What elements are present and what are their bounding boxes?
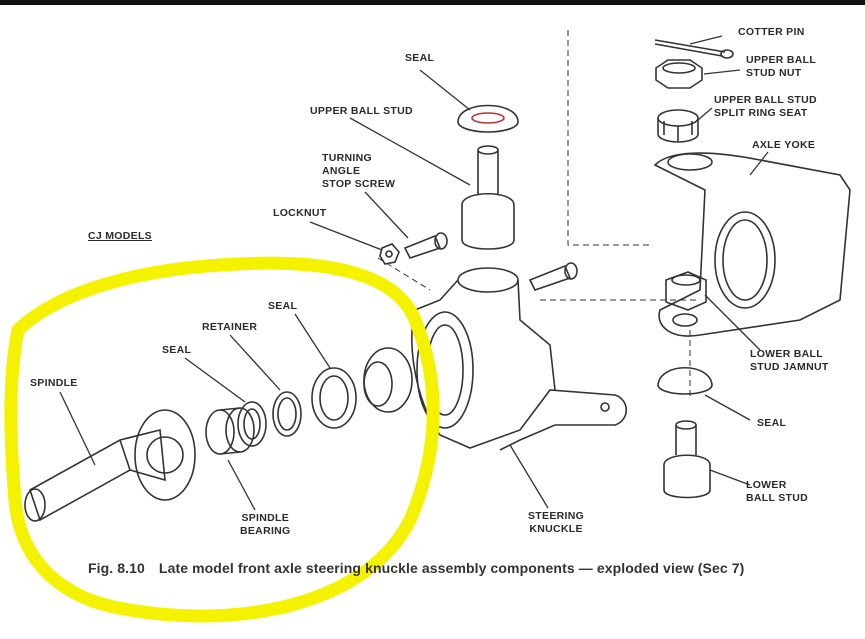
spindle-bearing-part (205, 407, 255, 455)
knuckle-screw-part (528, 262, 578, 291)
label-line: BEARING (240, 525, 291, 537)
figure-number: Fig. 8.10 (88, 560, 145, 576)
label-line: STOP SCREW (322, 178, 396, 190)
upper-seal-part (457, 104, 519, 133)
section-label-cj-models: CJ MODELS (88, 230, 152, 242)
label-line: UPPER BALL STUD (714, 94, 817, 106)
label-line: KNUCKLE (529, 523, 583, 535)
label-line: STUD NUT (746, 67, 802, 79)
label-arrows (59, 35, 769, 511)
caption-text: Late model front axle steering knuckle a… (158, 560, 745, 576)
steering-knuckle-part (411, 267, 628, 451)
label-seal-outer: SEAL (268, 300, 298, 312)
label-line: TURNING (322, 152, 372, 164)
hub-seal-part (363, 347, 413, 413)
label-line: STUD JAMNUT (750, 361, 829, 373)
label-seal-lower: SEAL (757, 417, 787, 429)
label-line: STEERING (528, 510, 585, 522)
lower-jamnut-part (665, 271, 707, 311)
label-axle-yoke: AXLE YOKE (752, 139, 816, 151)
outer-seal-part (311, 367, 357, 429)
retainer-part (272, 391, 302, 437)
label-line: ANGLE (322, 165, 361, 177)
upper-ball-stud-nut-part (655, 59, 703, 89)
cotter-pin-part (654, 39, 734, 59)
label-line: SPLIT RING SEAT (714, 107, 808, 119)
figure-caption: Fig. 8.10 Late model front axle steering … (88, 560, 744, 576)
split-ring-seat-part (657, 109, 699, 143)
label-upper-ball-stud: UPPER BALL STUD (310, 105, 413, 117)
label-seal-inner: SEAL (162, 344, 192, 356)
label-line: UPPER BALL (746, 54, 817, 66)
label-retainer: RETAINER (202, 321, 258, 333)
label-seal-top: SEAL (405, 52, 435, 64)
label-spindle: SPINDLE (30, 377, 78, 389)
lower-seal-part (657, 366, 713, 395)
label-line: LOWER BALL (750, 348, 823, 360)
stop-screw-part (403, 232, 448, 259)
axle-yoke-part (653, 152, 851, 337)
top-border (0, 0, 865, 5)
label-line: BALL STUD (746, 492, 809, 504)
label-line: LOWER (746, 479, 787, 491)
label-cotter-pin: COTTER PIN (738, 26, 805, 38)
upper-ball-stud-part (461, 145, 515, 250)
lower-ball-stud-part (663, 420, 711, 499)
inner-seal-part (237, 401, 267, 447)
spindle-part (24, 409, 196, 522)
highlight-circle (4, 256, 440, 623)
label-line: SPINDLE (241, 512, 290, 524)
label-locknut: LOCKNUT (273, 207, 327, 219)
locknut-part (379, 243, 400, 265)
